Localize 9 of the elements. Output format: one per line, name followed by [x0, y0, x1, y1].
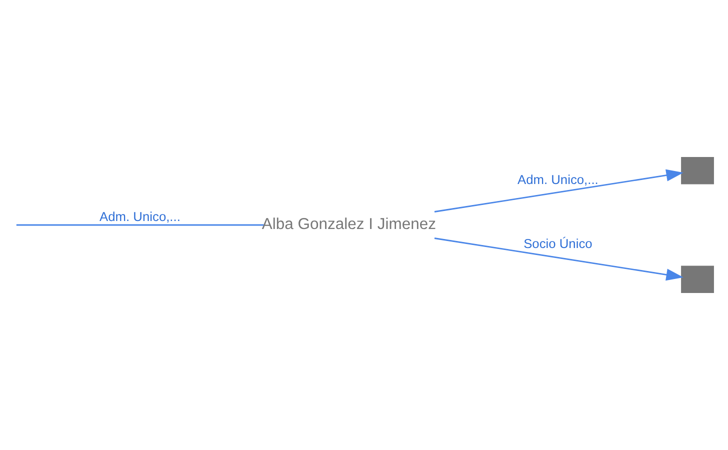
node-box — [681, 266, 714, 293]
node-box — [681, 157, 714, 184]
arrow — [434, 169, 684, 212]
connector — [16, 224, 264, 226]
arrow — [434, 238, 684, 281]
edge-label: Adm. Unico,... — [518, 172, 598, 187]
node-text: Alba Gonzalez I Jimenez — [262, 216, 436, 234]
edge-label: Adm. Unico,... — [100, 208, 180, 224]
edge-label: Socio Único — [524, 236, 592, 252]
